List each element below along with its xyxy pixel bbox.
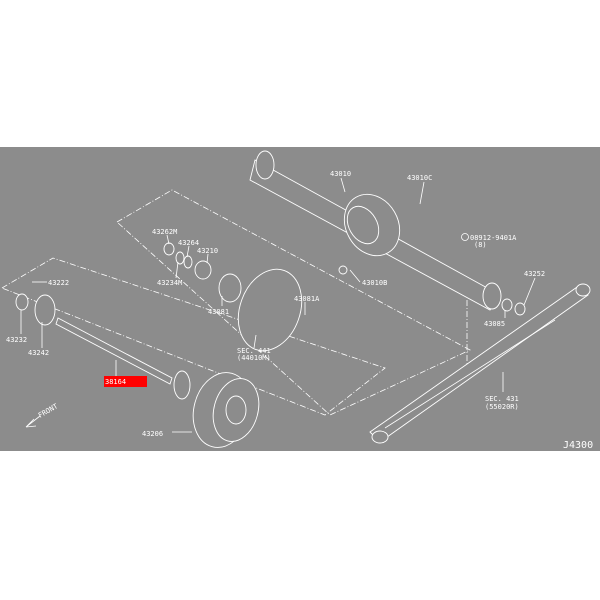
callout-43081[interactable]: 43081 [208, 308, 229, 316]
callout-43242[interactable]: 43242 [28, 349, 49, 357]
axle-housing [249, 150, 502, 311]
exploded-view: 43010 43010C 08912-9401A (8) 43010B 4325… [1, 150, 593, 451]
n-circle-icon [461, 233, 469, 241]
callout-43252[interactable]: 43252 [524, 270, 545, 278]
front-arrow-icon [25, 415, 41, 428]
ring-43264 [183, 255, 193, 269]
parts-diagram: 43010 43010C 08912-9401A (8) 43010B 4325… [0, 147, 600, 451]
plate-43242 [34, 294, 56, 326]
callout-qty: (8) [474, 241, 487, 249]
leaf-spring [369, 283, 591, 444]
callout-43264[interactable]: 43264 [178, 239, 199, 247]
front-label: FRONT [37, 402, 60, 420]
retainer-43081 [218, 273, 242, 303]
callout-44010M: (44010M) [237, 354, 271, 362]
oring-43085 [501, 298, 513, 312]
brake-drum-43206 [192, 372, 260, 448]
callout-43232[interactable]: 43232 [6, 336, 27, 344]
callout-43222[interactable]: 43222 [48, 279, 69, 287]
callout-38164[interactable]: 38164 [105, 378, 126, 386]
backing-plate [237, 268, 303, 352]
callout-43010C[interactable]: 43010C [407, 174, 432, 182]
bearing-43210 [194, 260, 212, 280]
callout-43210[interactable]: 43210 [197, 247, 218, 255]
callout-43206[interactable]: 43206 [142, 430, 163, 438]
highlight-38164 [104, 376, 147, 387]
callout-43010[interactable]: 43010 [330, 170, 351, 178]
group-box-axle [1, 257, 386, 416]
callout-sec-441[interactable]: SEC. 441 [237, 347, 271, 355]
washer-43252 [514, 302, 526, 316]
figure-code: J4300 [563, 440, 593, 451]
leader-lines [20, 177, 536, 433]
callout-43010B[interactable]: 43010B [362, 279, 387, 287]
spacer-43234M [175, 251, 185, 265]
axle-shaft-38164 [55, 317, 173, 385]
callout-43262M[interactable]: 43262M [152, 228, 177, 236]
callout-43234M[interactable]: 43234M [157, 279, 182, 287]
hub-flange [173, 370, 191, 400]
seal-43262M [163, 242, 175, 256]
seal-43232 [15, 293, 29, 311]
callout-43081A[interactable]: 43081A [294, 295, 320, 303]
callout-43085[interactable]: 43085 [484, 320, 505, 328]
callout-55020R: (55020R) [485, 403, 519, 411]
callout-sec-431[interactable]: SEC. 431 [485, 395, 519, 403]
nut-43010B [338, 265, 348, 275]
callout-08912-9401A[interactable]: 08912-9401A [470, 234, 517, 242]
